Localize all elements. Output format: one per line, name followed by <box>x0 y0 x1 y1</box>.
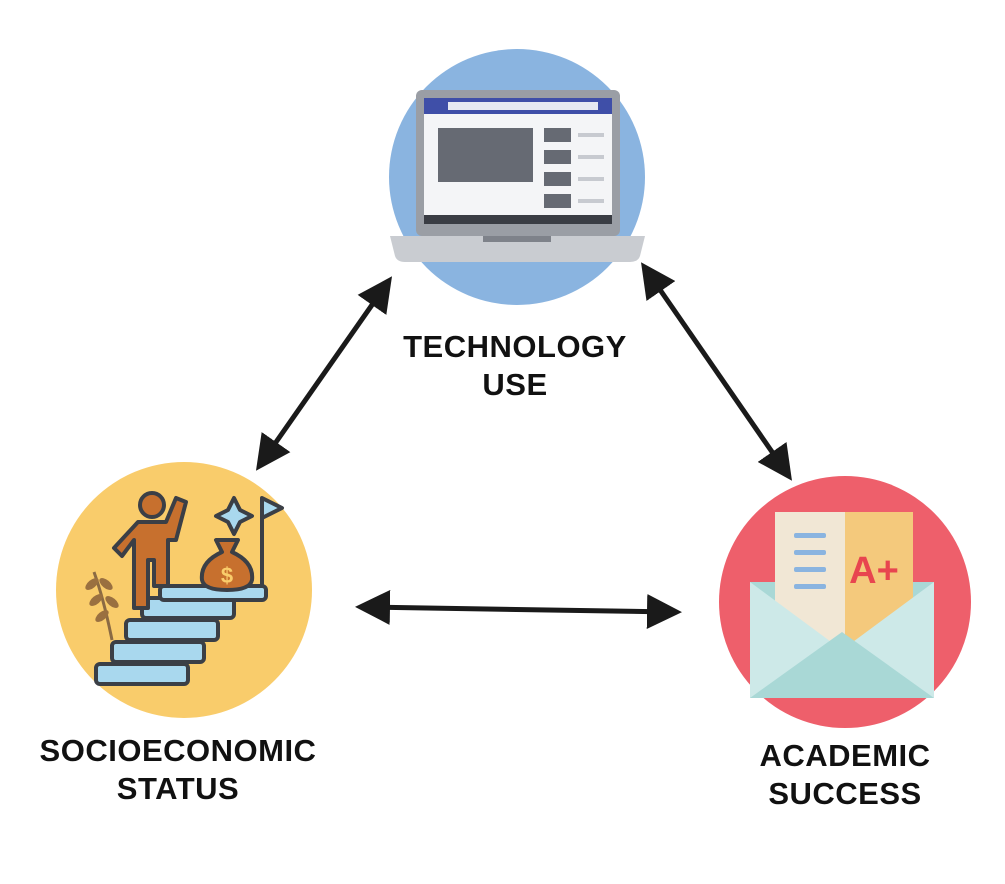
academic-node: A+ <box>719 476 971 728</box>
laptop-icon <box>390 90 645 262</box>
socioeconomic-node: $ <box>56 462 312 718</box>
technology-label: TECHNOLOGY USE <box>365 328 665 404</box>
technology-node <box>389 49 645 305</box>
edge-tech-academic-arrow <box>641 262 792 481</box>
academic-label-line2: SUCCESS <box>768 776 922 811</box>
socioeconomic-label-line2: STATUS <box>116 771 240 806</box>
edge-ses-academic-arrow <box>355 589 682 630</box>
edge-ses-tech-arrow <box>255 276 393 471</box>
graded-letter-icon: A+ <box>750 512 934 698</box>
technology-label-line2: USE <box>482 367 548 402</box>
technology-label-line1: TECHNOLOGY <box>403 329 627 364</box>
stairs-success-icon: $ <box>85 491 284 686</box>
socioeconomic-label-line1: SOCIOECONOMIC <box>39 733 317 768</box>
academic-label-line1: ACADEMIC <box>759 738 931 773</box>
socioeconomic-label: SOCIOECONOMIC STATUS <box>0 732 356 808</box>
academic-label: ACADEMIC SUCCESS <box>695 737 995 813</box>
grade-text: A+ <box>849 550 899 592</box>
svg-text:$: $ <box>221 563 233 588</box>
